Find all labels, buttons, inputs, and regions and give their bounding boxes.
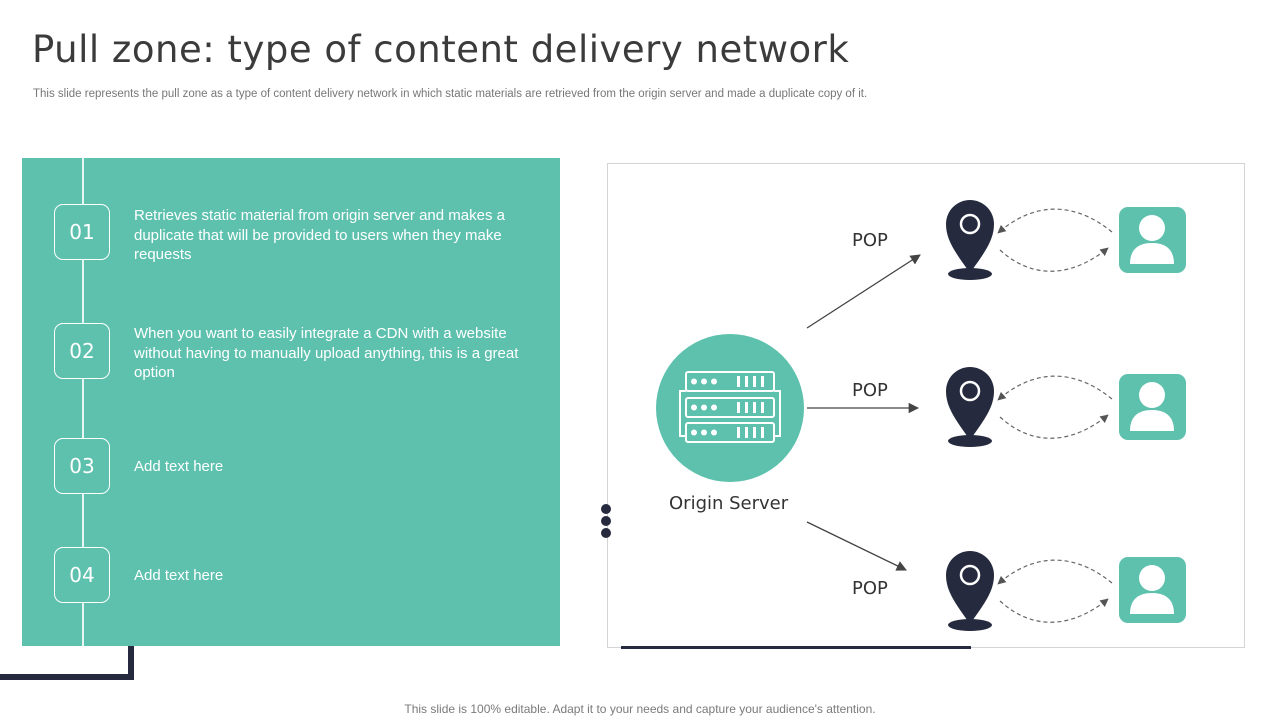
dashed-arrow-pop-to-user-1 bbox=[999, 247, 1109, 272]
step-text-01: Retrieves static material from origin se… bbox=[134, 207, 505, 263]
step-number-01: 01 bbox=[54, 204, 110, 260]
dashed-arrow-pop-to-user-3 bbox=[999, 598, 1109, 623]
dashed-arrow-user-to-pop-1 bbox=[997, 208, 1113, 234]
step-number-03: 03 bbox=[54, 438, 110, 494]
dashed-arrow-user-to-pop-3 bbox=[997, 559, 1113, 585]
user-icon bbox=[1119, 374, 1186, 440]
user-icon bbox=[1119, 557, 1186, 623]
step-text-02: When you want to easily integrate a CDN … bbox=[134, 325, 519, 381]
user-icon bbox=[1119, 207, 1186, 273]
step-number-04: 04 bbox=[54, 547, 110, 603]
server-rack-icon bbox=[656, 334, 804, 482]
diagram-underline bbox=[621, 646, 971, 649]
pop-label-1: POP bbox=[852, 230, 888, 251]
pop-label-3: POP bbox=[852, 578, 888, 599]
origin-server-label: Origin Server bbox=[669, 493, 789, 514]
location-pin-icon bbox=[946, 367, 994, 447]
page-subtitle: This slide represents the pull zone as a… bbox=[33, 88, 868, 100]
timeline-line bbox=[82, 158, 84, 646]
page-title: Pull zone: type of content delivery netw… bbox=[32, 28, 850, 71]
dashed-arrow-user-to-pop-2 bbox=[997, 375, 1113, 401]
pop-label-2: POP bbox=[852, 380, 888, 401]
step-number-02: 02 bbox=[54, 323, 110, 379]
arrow-to-pop-3 bbox=[806, 521, 907, 571]
location-pin-icon bbox=[946, 551, 994, 631]
arrow-to-pop-1 bbox=[806, 254, 921, 329]
more-dots-icon bbox=[601, 504, 611, 540]
footer-note: This slide is 100% editable. Adapt it to… bbox=[404, 702, 876, 716]
dashed-arrow-pop-to-user-2 bbox=[999, 414, 1109, 439]
steps-panel: 01 Retrieves static material from origin… bbox=[22, 158, 560, 646]
step-text-03: Add text here bbox=[134, 458, 224, 475]
location-pin-icon bbox=[946, 200, 994, 280]
step-text-04: Add text here bbox=[134, 567, 224, 584]
